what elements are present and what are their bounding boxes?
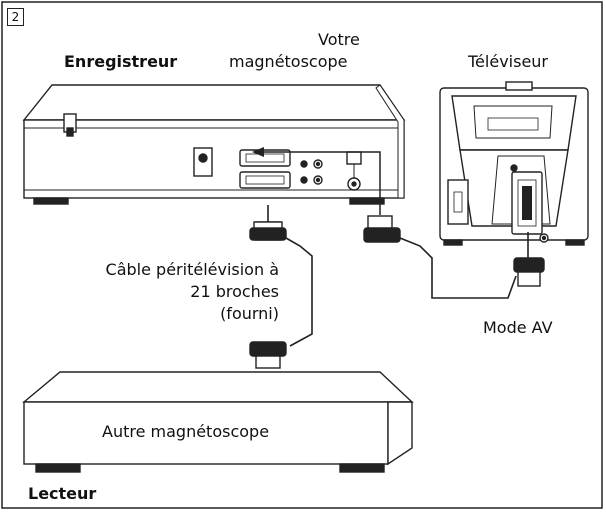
cable-label-line1: Câble péritélévision à — [105, 260, 279, 279]
scart-plug-player — [249, 341, 287, 369]
cable-label-line2: 21 broches — [190, 282, 279, 301]
step-number-badge: 2 — [7, 8, 24, 26]
player-vcr — [22, 371, 414, 473]
other-vcr-label: Autre magnétoscope — [102, 422, 270, 441]
cable-label-line3: (fourni) — [220, 304, 279, 323]
recorder-vcr — [22, 84, 406, 205]
scart-plug-recorder-left — [249, 221, 287, 241]
your-vcr-label-line1: Votre — [318, 30, 360, 49]
player-role-label: Lecteur — [28, 484, 97, 503]
scart-plug-tv — [513, 257, 545, 287]
scart-cable-recorder-tv — [399, 232, 529, 299]
av-mode-label: Mode AV — [483, 318, 553, 337]
signal-arrow — [252, 147, 381, 215]
your-vcr-label-line2: magnétoscope — [229, 52, 348, 71]
scart-cable-recorder-player — [267, 205, 313, 347]
scart-plug-recorder-right — [363, 215, 401, 243]
television — [439, 81, 589, 246]
tv-label: Téléviseur — [468, 52, 548, 71]
recorder-role-label: Enregistreur — [64, 52, 178, 71]
